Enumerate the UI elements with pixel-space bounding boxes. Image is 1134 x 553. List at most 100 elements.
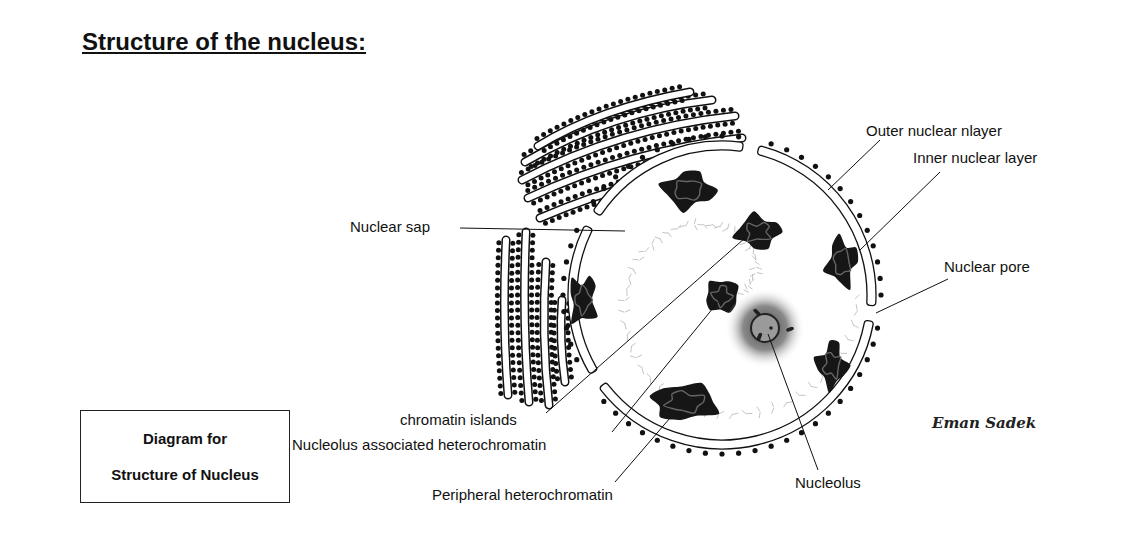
ribosome: [530, 240, 535, 245]
sap-fibre: [753, 248, 754, 254]
chromatin-texture: [711, 285, 734, 307]
sap-fibre: [772, 402, 774, 408]
ribosome: [736, 451, 741, 456]
ribosome: [509, 293, 514, 298]
sap-fibre: [626, 285, 630, 290]
sap-fibre: [645, 247, 649, 252]
ribosome: [552, 323, 557, 328]
ribosome: [535, 315, 540, 320]
ribosome: [515, 315, 520, 320]
ribosome: [610, 155, 615, 160]
ribosome: [564, 259, 569, 264]
ribosome: [516, 255, 521, 260]
ribosome: [665, 101, 670, 106]
leader-line: [768, 334, 818, 470]
ribosome: [848, 199, 853, 204]
ribosome: [838, 186, 843, 191]
ribosome: [728, 130, 733, 135]
leader-line: [612, 302, 718, 432]
ribosome: [610, 132, 615, 137]
ribosome: [640, 430, 645, 435]
ribosome: [647, 91, 652, 96]
ribosome: [496, 361, 501, 366]
ribosome: [553, 353, 558, 358]
ribosome: [518, 383, 523, 388]
ribosome: [552, 192, 557, 197]
ribosome: [573, 194, 578, 199]
ribosome: [530, 330, 535, 335]
ribosome: [672, 100, 677, 105]
ribosome: [529, 270, 534, 275]
ribosome: [615, 115, 620, 120]
er-lumen: [525, 232, 529, 402]
ribosome: [564, 325, 569, 330]
ribosome: [519, 170, 524, 175]
sap-fibre: [697, 224, 703, 226]
ribosome: [588, 135, 593, 140]
nucleolus-granule: [757, 313, 761, 317]
ribosome: [799, 155, 804, 160]
ribosome: [495, 338, 500, 343]
ribosome: [695, 106, 700, 111]
ribosome: [509, 315, 514, 320]
ribosome: [721, 108, 726, 113]
ribosome: [535, 323, 540, 328]
ribosome: [769, 141, 774, 146]
ribosome: [613, 174, 618, 179]
sap-fibre: [757, 273, 763, 274]
er-tube: [495, 240, 517, 396]
ribosome: [519, 390, 524, 395]
sap-fibre: [659, 383, 664, 387]
ribosome: [611, 101, 616, 106]
part-label: Nuclear sap: [350, 218, 430, 236]
ribosome: [626, 421, 631, 426]
ribosome: [495, 308, 500, 313]
ribosome: [701, 92, 706, 97]
ribosome: [550, 270, 555, 275]
ribosome: [516, 330, 521, 335]
ribosome: [591, 199, 596, 204]
page-title: Structure of the nucleus:: [82, 28, 366, 57]
ribosome: [609, 127, 614, 132]
ribosome: [703, 134, 708, 139]
box-text: Diagram for Structure of Nucleus: [110, 421, 261, 493]
ribosome: [617, 130, 622, 135]
ribosome: [535, 338, 540, 343]
sap-fibre: [749, 279, 751, 285]
ribosome: [569, 374, 574, 379]
ribosome: [529, 285, 534, 290]
ribosome: [566, 197, 571, 202]
ribosome: [600, 150, 605, 155]
sap-fibre: [677, 225, 681, 230]
ribosome: [574, 167, 579, 172]
ribosome: [661, 118, 666, 123]
ribosome: [580, 191, 585, 196]
sap-fibre: [625, 324, 627, 330]
ribosome: [639, 147, 644, 152]
ribosome: [680, 98, 685, 103]
ribosome: [784, 147, 789, 152]
ribosome: [538, 391, 543, 396]
ribosome: [519, 398, 524, 403]
ribosome: [566, 163, 571, 168]
ribosome: [701, 125, 706, 130]
leader-line: [860, 172, 940, 250]
nucleolus: [725, 288, 805, 368]
ribosome: [516, 338, 521, 343]
ribosome: [646, 121, 651, 126]
ribosome: [686, 127, 691, 132]
ribosome: [629, 110, 634, 115]
ribosome: [673, 110, 678, 115]
ribosome: [509, 300, 514, 305]
nucleus: [560, 133, 883, 456]
ribosome: [670, 141, 675, 146]
part-label: Peripheral heterochromatin: [432, 486, 613, 504]
ribosome: [535, 292, 540, 297]
ribosome: [511, 368, 516, 373]
ribosome: [871, 243, 876, 248]
ribosome: [552, 308, 557, 313]
nucleolus-body: [725, 288, 805, 368]
sap-fibre: [626, 290, 627, 296]
ribosome: [535, 277, 540, 282]
ribosome: [752, 448, 757, 453]
